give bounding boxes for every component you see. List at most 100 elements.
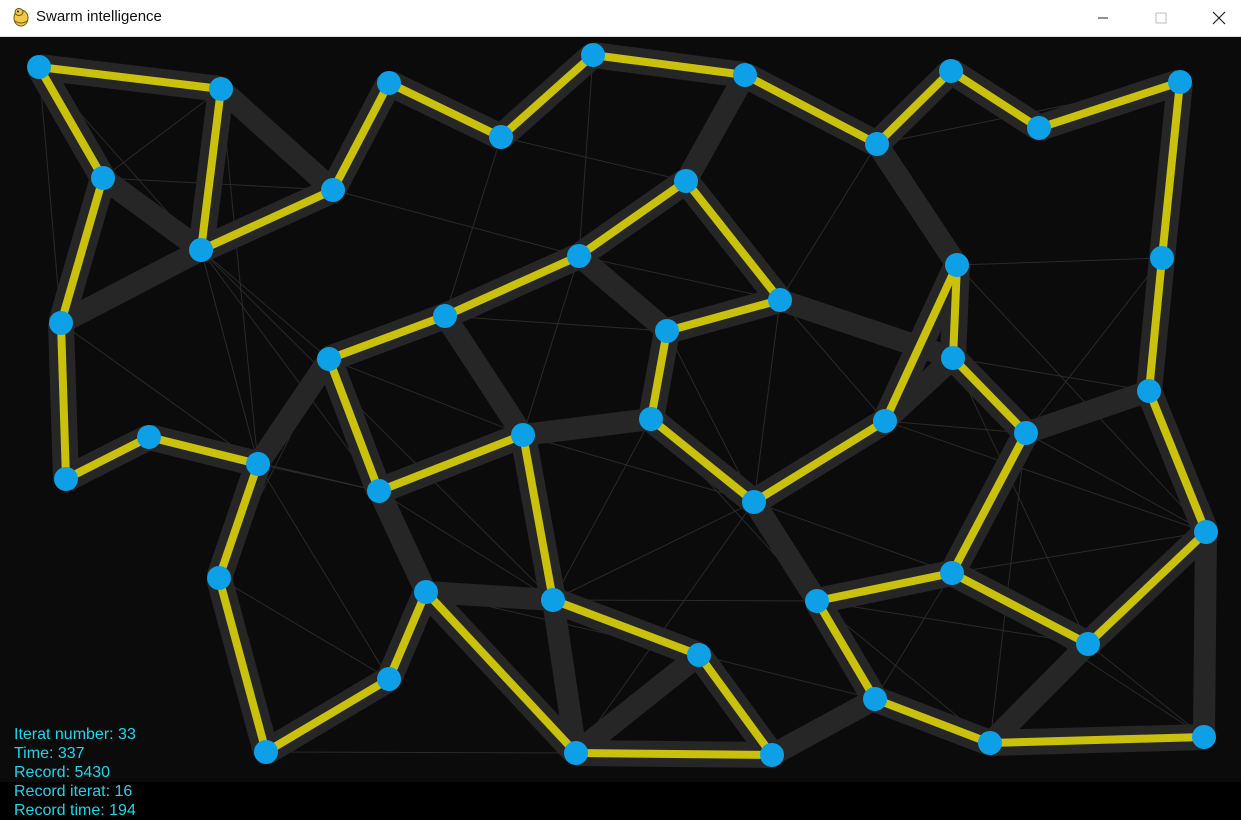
best-route-segment — [647, 330, 671, 420]
best-route-segment — [551, 596, 701, 659]
best-route-segment — [1158, 81, 1184, 259]
city-node — [863, 687, 887, 711]
graph-edge — [1025, 257, 1163, 434]
record-time-label: Record time: 194 — [14, 802, 136, 819]
city-node — [433, 304, 457, 328]
city-node — [581, 43, 605, 67]
graph-edge — [444, 136, 502, 317]
best-route-segment — [38, 63, 222, 93]
close-button[interactable] — [1190, 0, 1241, 36]
city-node — [1076, 632, 1100, 656]
city-node — [207, 566, 231, 590]
best-route-segment — [215, 576, 270, 754]
graph-edge — [102, 88, 222, 179]
minimize-button[interactable] — [1074, 0, 1132, 36]
graph-edge — [779, 143, 878, 301]
city-node — [246, 452, 270, 476]
graph-edge — [200, 249, 259, 465]
city-node — [945, 253, 969, 277]
city-node — [687, 643, 711, 667]
simulation-canvas[interactable]: Iterat number: 33 Time: 337 Record: 5430… — [0, 37, 1241, 819]
graph-edge — [753, 501, 953, 574]
pheromone-trail — [571, 247, 675, 340]
graph-edge — [522, 434, 755, 503]
graph-edge — [952, 357, 1089, 645]
pheromone-trail — [55, 240, 207, 333]
best-route-segment — [325, 357, 383, 493]
pheromone-trail — [213, 80, 341, 199]
best-route-segment — [743, 71, 879, 148]
best-route-segment — [148, 433, 259, 468]
best-route-segment — [1085, 529, 1209, 647]
city-node — [27, 55, 51, 79]
graph-edge — [1087, 643, 1205, 738]
graph-edge — [884, 420, 1207, 533]
best-route-segment — [751, 417, 888, 506]
graph-edge — [444, 315, 668, 332]
graph-edge — [552, 599, 818, 602]
best-route-segment — [989, 733, 1205, 747]
city-node — [91, 166, 115, 190]
best-route-segment — [377, 431, 525, 495]
city-node — [1194, 520, 1218, 544]
pheromone-trail — [1022, 380, 1153, 444]
best-route-segment — [263, 675, 392, 756]
city-node — [541, 588, 565, 612]
best-route-segment — [423, 589, 579, 756]
best-route-segment — [881, 263, 961, 423]
graph-edge — [956, 264, 1207, 533]
best-route-segment — [197, 88, 225, 251]
city-node — [733, 63, 757, 87]
graph-edge — [257, 463, 390, 680]
pheromone-trail — [569, 646, 706, 762]
best-route-segment — [576, 177, 689, 260]
city-node — [941, 346, 965, 370]
graph-edge — [956, 257, 1163, 266]
best-route-segment — [873, 695, 992, 747]
city-node — [805, 589, 829, 613]
city-node — [639, 407, 663, 431]
best-route-segment — [948, 431, 1030, 575]
best-route-segment — [443, 252, 581, 320]
graph-edge — [1025, 432, 1207, 533]
maximize-button[interactable] — [1132, 0, 1190, 36]
title-bar[interactable]: Swarm intelligence — [0, 0, 1241, 37]
best-route-segment — [385, 590, 430, 681]
city-node — [940, 561, 964, 585]
best-route-segment — [199, 186, 335, 254]
graph-edge — [552, 501, 755, 601]
graph-edge — [328, 358, 524, 436]
city-node — [939, 59, 963, 83]
city-node — [655, 319, 679, 343]
city-node — [377, 667, 401, 691]
graph-edge — [200, 249, 330, 360]
city-node — [978, 731, 1002, 755]
city-node — [489, 125, 513, 149]
python-snake-icon — [13, 8, 29, 27]
pheromone-trail — [425, 581, 554, 611]
graph-edge — [200, 249, 380, 492]
minimize-icon — [1098, 17, 1108, 19]
stats-panel: Iterat number: 33 Time: 337 Record: 5430… — [14, 725, 136, 820]
pheromone-trail — [982, 636, 1096, 751]
graph-visualization — [27, 42, 1219, 768]
graph-edge — [522, 255, 580, 436]
best-route-segment — [215, 462, 262, 580]
best-route-segment — [64, 433, 151, 483]
pheromone-trail — [1193, 531, 1217, 738]
best-route-segment — [57, 176, 107, 325]
graph-edge — [60, 322, 259, 465]
best-route-segment — [498, 52, 596, 140]
best-route-segment — [1037, 78, 1182, 132]
pheromone-trail — [766, 689, 881, 765]
city-node — [865, 132, 889, 156]
best-route-segment — [329, 81, 393, 192]
graph-edge — [378, 490, 554, 601]
best-route-segment — [950, 355, 1029, 436]
best-route-segment — [874, 68, 954, 147]
graph-edge — [265, 751, 577, 754]
best-route-segment — [575, 749, 773, 759]
graph-edge — [38, 66, 62, 324]
graph-edge — [779, 299, 886, 422]
city-node — [1027, 116, 1051, 140]
